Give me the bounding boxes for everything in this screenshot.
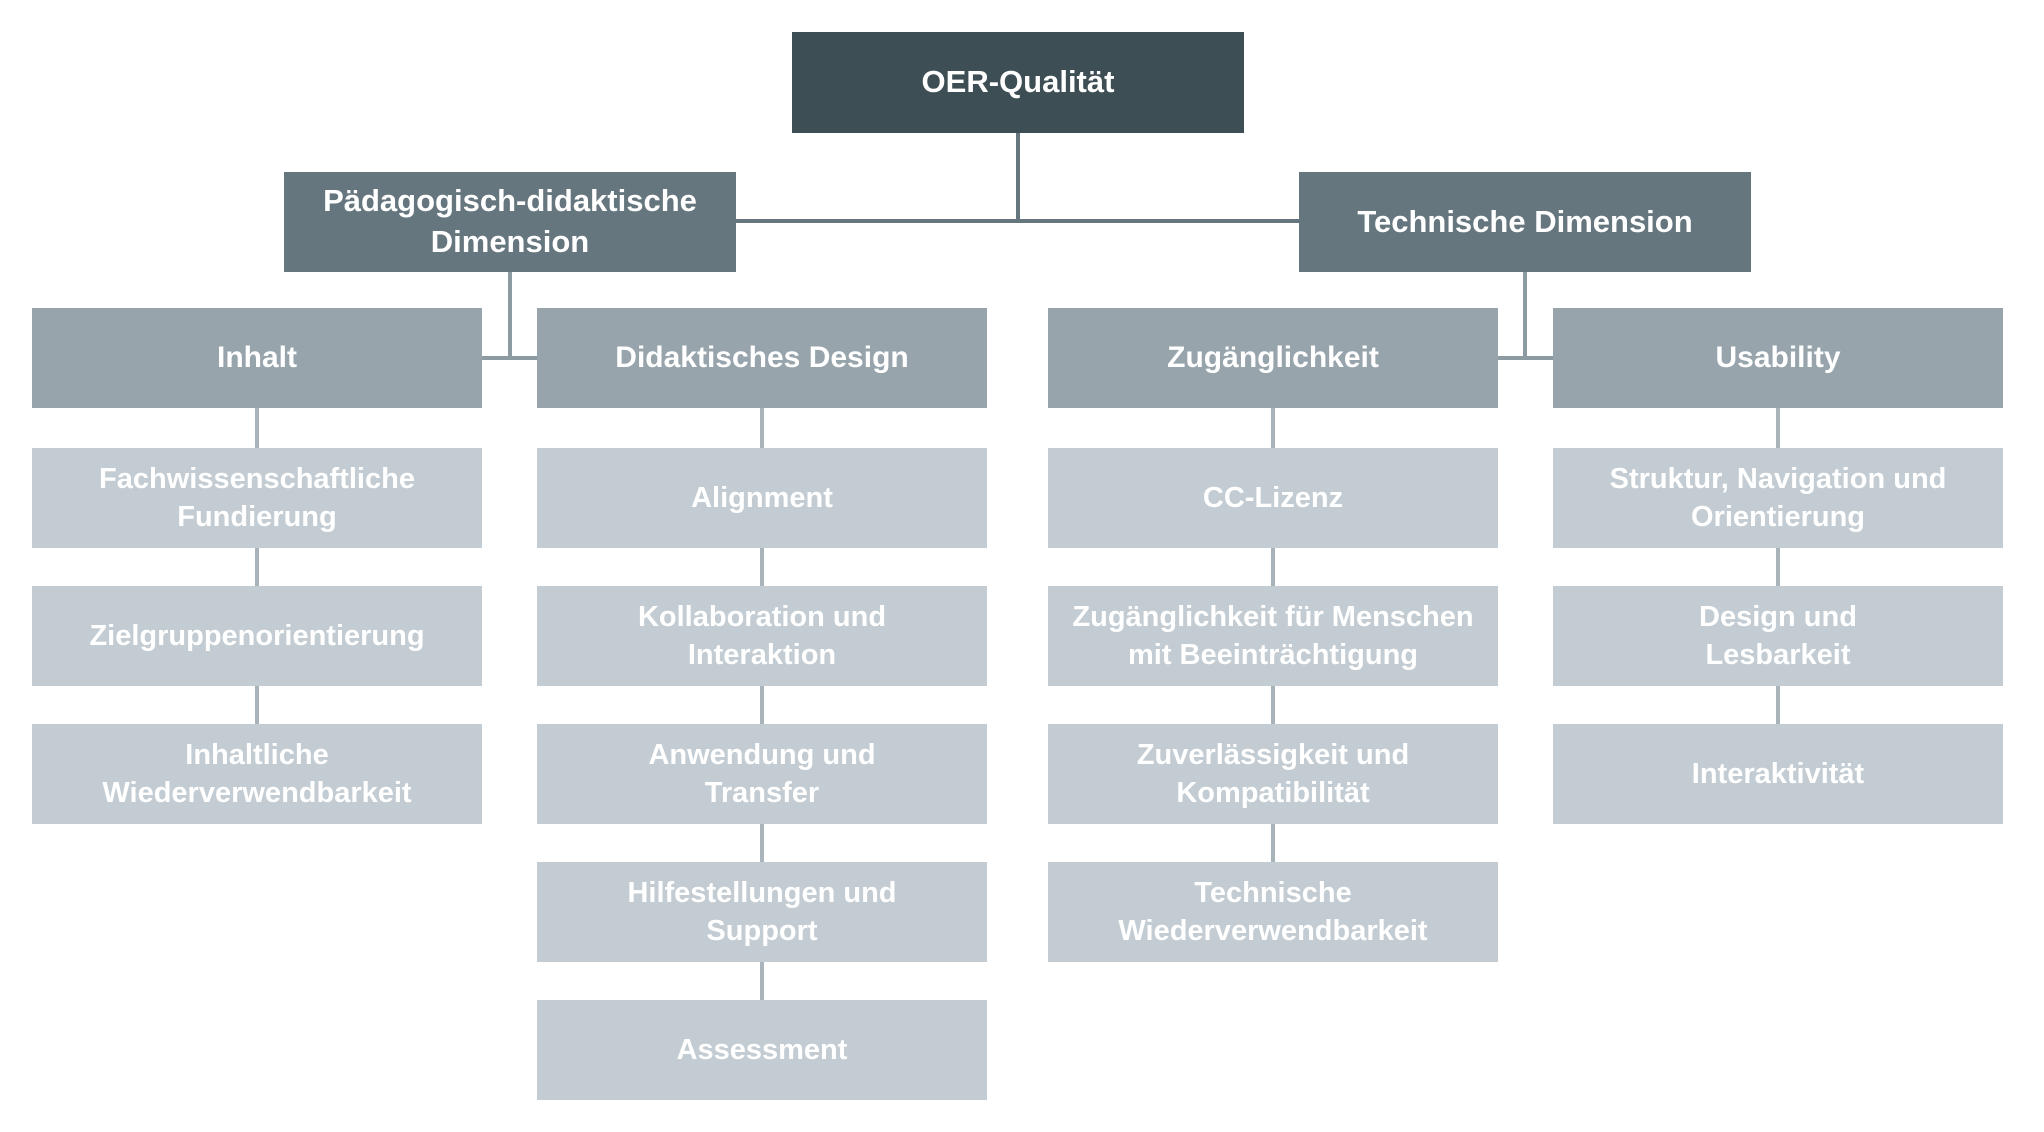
connector-line — [1776, 548, 1780, 586]
item-box: Zugänglichkeit für Menschen mit Beeinträ… — [1048, 586, 1498, 686]
connector-technische-tee — [1496, 356, 1553, 360]
item-box: CC-Lizenz — [1048, 448, 1498, 548]
connector-line — [760, 824, 764, 862]
category-box-didaktisches-design: Didaktisches Design — [537, 308, 987, 408]
connector-line — [760, 548, 764, 586]
connector-paedagogisch-vertical — [508, 272, 512, 358]
item-box: Interaktivität — [1553, 724, 2003, 824]
item-box: Zielgruppenorientierung — [32, 586, 482, 686]
item-box: Kollaboration und Interaktion — [537, 586, 987, 686]
connector-line — [760, 408, 764, 448]
connector-line — [1776, 686, 1780, 724]
category-box-usability: Usability — [1553, 308, 2003, 408]
connector-line — [1271, 686, 1275, 724]
item-box: Alignment — [537, 448, 987, 548]
connector-line — [1271, 548, 1275, 586]
connector-line — [760, 686, 764, 724]
item-box: Design und Lesbarkeit — [1553, 586, 2003, 686]
connector-line — [1271, 824, 1275, 862]
connector-technische-vertical — [1523, 272, 1527, 358]
item-box: Inhaltliche Wiederverwendbarkeit — [32, 724, 482, 824]
connector-dimensions-bar — [736, 219, 1299, 223]
item-box: Anwendung und Transfer — [537, 724, 987, 824]
connector-line — [760, 962, 764, 1000]
category-box-inhalt: Inhalt — [32, 308, 482, 408]
item-box: Fachwissenschaftliche Fundierung — [32, 448, 482, 548]
item-box: Assessment — [537, 1000, 987, 1100]
item-box: Technische Wiederverwendbarkeit — [1048, 862, 1498, 962]
dimension-box-technische: Technische Dimension — [1299, 172, 1751, 272]
connector-line — [1776, 408, 1780, 448]
connector-line — [255, 408, 259, 448]
root-box-oer-qualitaet: OER-Qualität — [792, 32, 1244, 133]
connector-line — [255, 686, 259, 724]
item-box: Struktur, Navigation und Orientierung — [1553, 448, 2003, 548]
connector-line — [1271, 408, 1275, 448]
connector-paedagogisch-tee — [482, 356, 537, 360]
dimension-box-paedagogisch-didaktische: Pädagogisch-didaktische Dimension — [284, 172, 736, 272]
item-box: Zuverlässigkeit und Kompatibilität — [1048, 724, 1498, 824]
connector-root-vertical — [1016, 132, 1020, 221]
connector-line — [255, 548, 259, 586]
category-box-zugaenglichkeit: Zugänglichkeit — [1048, 308, 1498, 408]
item-box: Hilfestellungen und Support — [537, 862, 987, 962]
